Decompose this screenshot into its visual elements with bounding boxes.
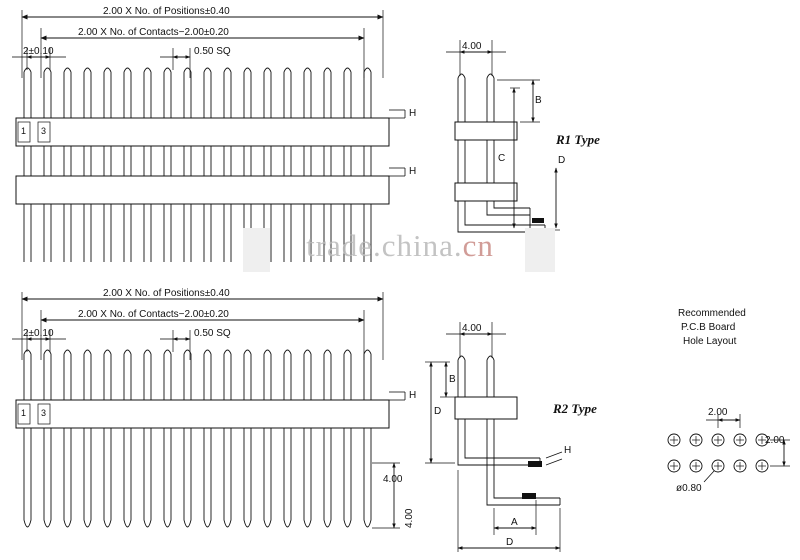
pcb-title-line3: Hole Layout [683, 336, 737, 347]
dim-positions-top: 2.00 X No. of Positions±0.40 [103, 6, 230, 17]
dim-square-top: 0.50 SQ [194, 46, 231, 57]
dim-d-r1: D [558, 155, 566, 166]
dim-400-bottom-left-rot: 4.00 [404, 508, 415, 528]
dim-d-bottom-r2: D [506, 537, 514, 548]
pcb-hole-diameter: ø0.80 [676, 483, 702, 494]
pin-1-label-top: 1 [21, 126, 27, 136]
dim-b-r2: B [449, 374, 456, 385]
pin-3-label-bottom: 3 [41, 408, 47, 418]
dim-b-r1: B [535, 95, 542, 106]
r2-type-label: R2 Type [553, 401, 597, 416]
leader-h-top2: H [409, 166, 417, 177]
dim-a-r2: A [511, 517, 518, 528]
dim-h-r2: H [564, 445, 572, 456]
dim-positions-bottom: 2.00 X No. of Positions±0.40 [103, 288, 230, 299]
dim-contacts-top: 2.00 X No. of Contacts−2.00±0.20 [78, 27, 229, 38]
pcb-dim-vertical: 2.00 [765, 435, 785, 446]
dim-pitch-top: 2±0.10 [23, 46, 54, 57]
dim-c-r1: C [498, 153, 506, 164]
pcb-title-line1: Recommended [678, 308, 746, 319]
pin-3-label-top: 3 [41, 126, 47, 136]
watermark-block-right [525, 228, 555, 272]
leader-h-top1: H [409, 108, 417, 119]
dim-pitch-bottom: 2±0.10 [23, 328, 54, 339]
dim-400-bottom-left: 4.00 [383, 474, 403, 485]
dim-400-r1: 4.00 [462, 41, 482, 52]
dim-400-r2: 4.00 [462, 323, 482, 334]
dim-contacts-bottom: 2.00 X No. of Contacts−2.00±0.20 [78, 309, 229, 320]
pin-1-label-bottom: 1 [21, 408, 27, 418]
pcb-title-line2: P.C.B Board [681, 322, 736, 333]
watermark-block-left [243, 228, 270, 272]
leader-h-bottom: H [409, 390, 417, 401]
r1-type-label: R1 Type [556, 132, 600, 147]
pcb-dim-horizontal: 2.00 [708, 407, 728, 418]
dim-square-bottom: 0.50 SQ [194, 328, 231, 339]
dim-d-left-r2: D [434, 406, 442, 417]
